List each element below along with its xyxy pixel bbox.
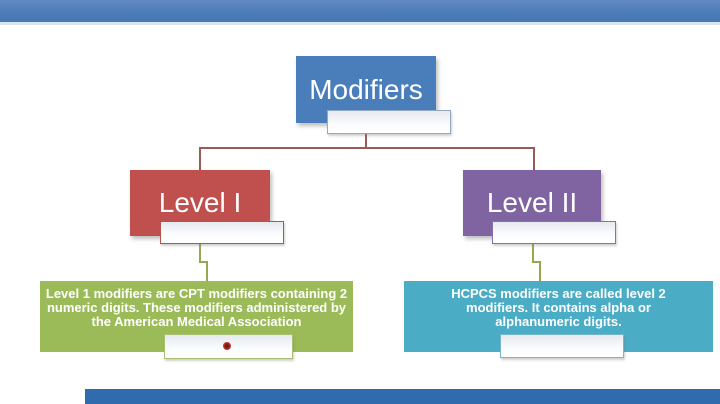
root-subtitle-placeholder — [327, 110, 451, 134]
connector-level1-desc-h — [199, 261, 208, 263]
connector-horizontal — [199, 147, 535, 149]
level1-description-text: Level 1 modifiers are CPT modifiers cont… — [45, 286, 348, 329]
red-dot-marker — [223, 342, 231, 350]
level1-node-label: Level I — [158, 187, 242, 218]
root-node-label: Modifiers — [309, 73, 423, 105]
level2-description-placeholder — [500, 334, 624, 358]
top-accent-bar — [0, 0, 720, 25]
bottom-accent-bar — [85, 389, 720, 404]
connector-level1-desc-v2 — [206, 261, 208, 282]
connector-level2-desc-h — [532, 261, 541, 263]
level2-subtitle-placeholder — [492, 221, 616, 244]
level2-description-text: HCPCS modifiers are called level 2 modif… — [451, 286, 666, 329]
connector-to-level1 — [199, 147, 201, 171]
connector-level1-desc-v1 — [199, 242, 201, 263]
level2-node-label: Level II — [486, 187, 578, 218]
connector-level2-desc-v2 — [539, 261, 541, 282]
connector-level2-desc-v1 — [532, 242, 534, 263]
level1-subtitle-placeholder — [160, 221, 284, 244]
connector-to-level2 — [533, 147, 535, 171]
connector-root-stub — [365, 131, 367, 148]
level1-description-box: Level 1 modifiers are CPT modifiers cont… — [40, 281, 353, 352]
